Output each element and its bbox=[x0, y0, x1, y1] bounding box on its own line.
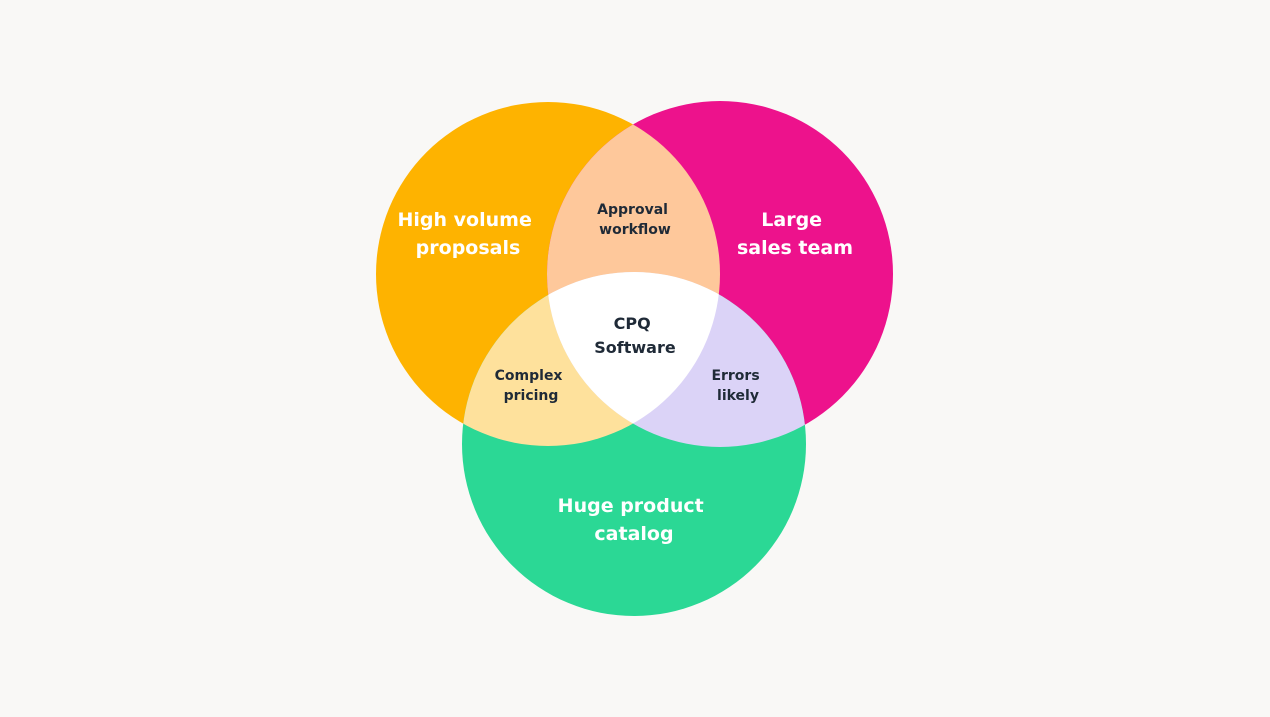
label-complex-pricing: Complex pricing bbox=[495, 368, 568, 404]
label-approval-workflow: Approval workflow bbox=[597, 202, 673, 238]
label-high-volume-proposals: High volume proposals bbox=[398, 209, 539, 259]
label-cpq-software: CPQ Software bbox=[594, 314, 676, 357]
label-errors-likely: Errors likely bbox=[711, 368, 764, 404]
label-large-sales-team: Large sales team bbox=[737, 209, 853, 259]
label-huge-product-catalog: Huge product catalog bbox=[558, 495, 711, 545]
